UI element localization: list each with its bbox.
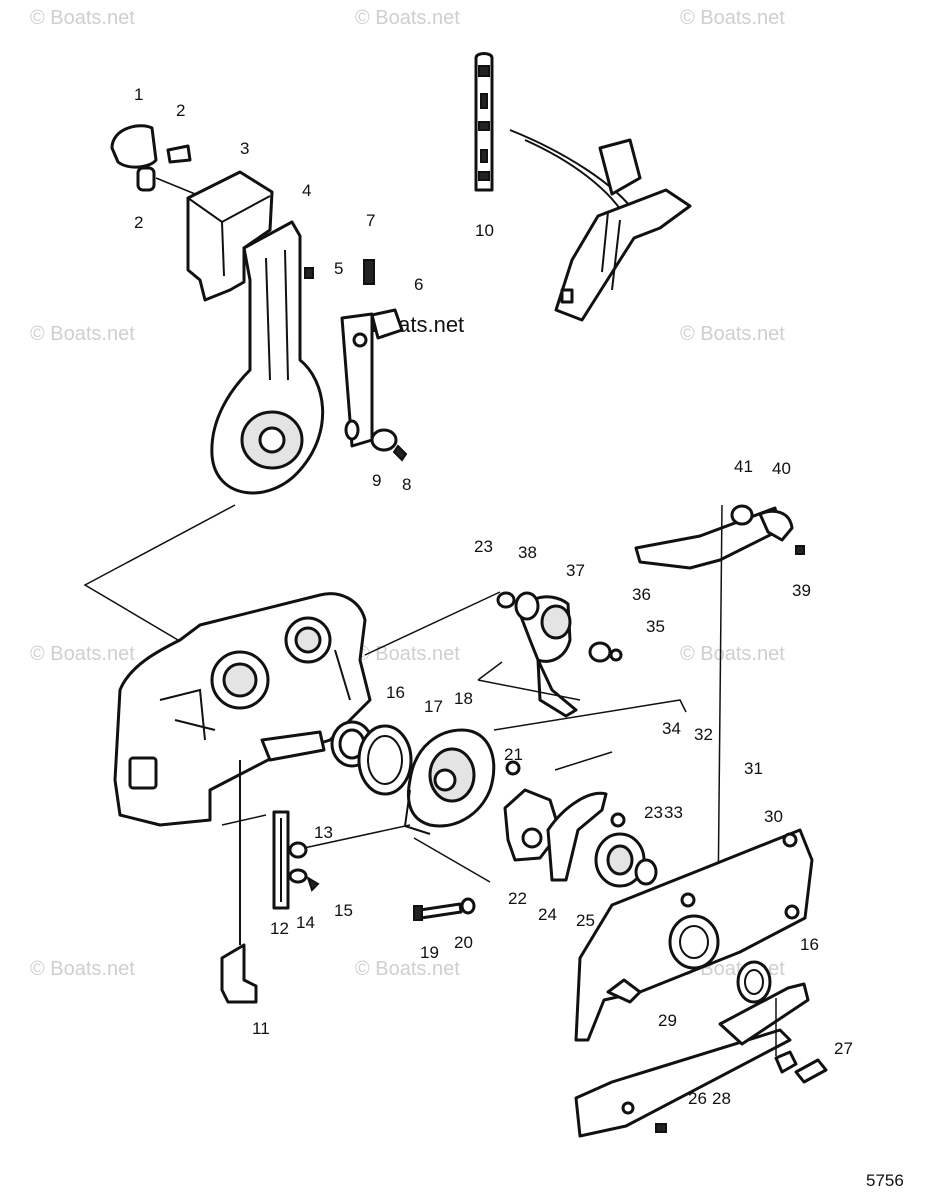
callout-20: 20 [454,933,473,952]
watermark: © Boats.net [30,643,135,665]
callout-30: 30 [764,807,783,826]
screw-19-washer-20 [413,897,476,921]
lock-spring-parts [221,760,411,945]
watermark: © Boats.net [680,643,785,665]
handle-cover [186,170,274,302]
callout-2: 2 [176,101,185,120]
callout-33: 33 [664,803,683,822]
callout-19: 19 [420,943,439,962]
side-plate [574,982,828,1138]
callout-35: 35 [646,617,665,636]
callout-24: 24 [538,905,557,924]
watermark: © Boats.net [30,323,135,345]
callout-9: 9 [372,471,381,490]
callout-39: 39 [792,581,811,600]
callout-5: 5 [334,259,343,278]
callout-36: 36 [632,585,651,604]
callout-28: 28 [712,1089,731,1108]
housing-outline-leader [364,591,501,656]
callout-17: 17 [424,697,443,716]
housing-outline-leader [83,504,236,641]
callout-13: 13 [314,823,333,842]
cover-plate [574,828,814,1042]
callout-22: 22 [508,889,527,908]
callout-38: 38 [518,543,537,562]
handle-buttons [110,124,201,197]
callout-23: 23 [644,803,663,822]
callout-29: 29 [658,1011,677,1030]
callout-11: 11 [252,1019,270,1038]
callout-32: 32 [694,725,713,744]
watermark: © Boats.net [30,958,135,980]
callout-31: 31 [744,759,763,778]
watermark: © Boats.net [355,7,460,29]
watermark: © Boats.net [355,958,460,980]
callout-14: 14 [296,913,315,932]
callout-41: 41 [734,457,753,476]
seal-16-right [736,960,772,1004]
callout-16: 16 [386,683,405,702]
neutral-lock-bar [340,259,408,462]
callout-18: 18 [454,689,473,708]
throttle-lever [634,504,805,906]
callout-34: 34 [662,719,681,738]
watermark: © Boats.net [680,323,785,345]
callout-6: 6 [414,275,423,294]
callout-2: 2 [134,213,143,232]
callout-1: 1 [134,85,143,104]
callout-4: 4 [302,181,311,200]
callout-7: 7 [366,211,375,230]
callout-15: 15 [334,901,353,920]
watermark: © Boats.net [30,7,135,29]
shift-decal [474,52,494,192]
callout-10: 10 [475,221,494,240]
callout-8: 8 [402,475,411,494]
callout-25: 25 [576,911,595,930]
callout-40: 40 [772,459,791,478]
callout-16: 16 [800,935,819,954]
watermark: © Boats.net [355,643,460,665]
bracket-part-11 [220,943,258,1004]
gear-cam-parts [330,591,687,888]
callout-3: 3 [240,139,249,158]
drawing-number: 5756 [866,1171,904,1190]
callout-labels: 1 2 2 3 4 5 6 7 8 9 10 11 12 13 14 15 16… [134,85,853,1108]
control-lever-arm [210,220,324,495]
callout-12: 12 [270,919,289,938]
callout-23: 23 [474,537,493,556]
watermark: © Boats.net [680,7,785,29]
callout-27: 27 [834,1039,853,1058]
callout-21: 21 [504,745,523,764]
callout-26: 26 [688,1089,707,1108]
control-housing [113,592,372,827]
assembled-handle-view [509,129,692,322]
callout-37: 37 [566,561,585,580]
